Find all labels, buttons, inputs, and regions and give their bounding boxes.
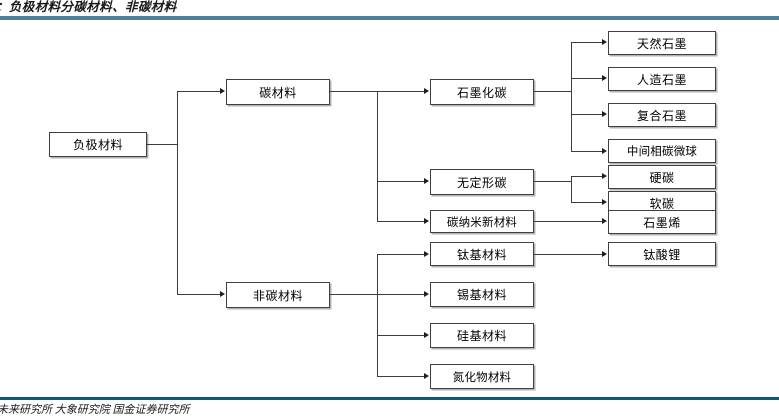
connector-root-stem [147, 144, 178, 146]
node-artificial-graphite[interactable]: 人造石墨 [608, 67, 716, 91]
node-root-anode-material[interactable]: 负极材料 [49, 132, 147, 157]
node-lithium-titanate[interactable]: 钛酸锂 [608, 242, 716, 266]
node-natural-graphite[interactable]: 天然石墨 [608, 31, 716, 55]
node-label: 天然石墨 [636, 36, 687, 51]
node-carbon-nano-new-material[interactable]: 碳纳米新材料 [430, 210, 534, 233]
anode-material-tree-diagram: 负极材料 碳材料 非碳材料 石墨化碳 无定形碳 碳纳米新材料 天然石墨 人造石墨… [0, 20, 779, 397]
figure-source-note: 未来研究所 大象研究院 国金证券研究所 [0, 404, 190, 416]
connector-trunk-graphite-children [571, 42, 573, 152]
connector-to-titanium-based [377, 254, 424, 256]
arrow-icon-soft-carbon [602, 199, 607, 205]
connector-to-soft-carbon [571, 202, 602, 204]
connector-amorphous-stem [534, 181, 572, 183]
arrow-icon-amorphous-carbon [424, 178, 429, 184]
node-titanium-based-material[interactable]: 钛基材料 [430, 242, 534, 266]
arrow-icon-non-carbon-material [220, 291, 225, 297]
node-non-carbon-material[interactable]: 非碳材料 [226, 282, 330, 308]
arrow-icon-carbon-material [220, 88, 225, 94]
connector-trunk-carbon-children [377, 91, 379, 222]
node-label: 负极材料 [72, 138, 123, 152]
connector-to-carbon-material [177, 91, 220, 93]
node-label: 碳材料 [259, 85, 297, 100]
node-label: 硅基材料 [456, 329, 507, 343]
node-label: 碳纳米新材料 [446, 214, 518, 229]
connector-to-graphene [534, 221, 602, 223]
arrow-icon-composite-graphite [602, 111, 607, 117]
node-label: 氮化物材料 [452, 369, 512, 384]
arrow-icon-artificial-graphite [602, 75, 607, 81]
connector-to-graphitized-carbon [377, 91, 424, 93]
connector-to-lithium-titanate [534, 254, 602, 256]
header-divider [0, 16, 779, 20]
node-graphitized-carbon[interactable]: 石墨化碳 [430, 79, 534, 105]
node-mesocarbon-microbeads[interactable]: 中间相碳微球 [608, 139, 716, 163]
node-label: 石墨化碳 [456, 85, 507, 100]
connector-to-tin-based [377, 294, 424, 296]
node-label: 钛基材料 [456, 247, 507, 262]
node-label: 中间相碳微球 [626, 144, 698, 158]
node-composite-graphite[interactable]: 复合石墨 [608, 103, 716, 127]
node-label: 石墨烯 [643, 215, 681, 230]
arrow-icon-graphitized-carbon [424, 88, 429, 94]
figure-title: ：负极材料分碳材料、非碳材料 [0, 0, 177, 14]
connector-to-mesocarbon-microbeads [571, 151, 602, 153]
connector-to-natural-graphite [571, 42, 602, 44]
connector-to-carbon-nano [377, 221, 424, 223]
node-label: 钛酸锂 [643, 247, 681, 262]
node-label: 无定形碳 [456, 175, 507, 190]
connector-to-hard-carbon [571, 176, 602, 178]
node-label: 锡基材料 [456, 288, 507, 302]
connector-trunk-level2 [177, 91, 179, 295]
node-amorphous-carbon[interactable]: 无定形碳 [430, 169, 534, 195]
connector-to-nitride [377, 376, 424, 378]
arrow-icon-lithium-titanate [602, 251, 607, 257]
footer-divider [0, 397, 779, 400]
node-hard-carbon[interactable]: 硬碳 [608, 165, 716, 189]
arrow-icon-hard-carbon [602, 173, 607, 179]
node-nitride-material[interactable]: 氮化物材料 [430, 364, 534, 389]
connector-carbon-stem [330, 91, 378, 93]
connector-to-silicon-based [377, 335, 424, 337]
node-graphene[interactable]: 石墨烯 [608, 210, 716, 234]
arrow-icon-mesocarbon-microbeads [602, 148, 607, 154]
connector-graphitized-stem [534, 91, 572, 93]
node-silicon-based-material[interactable]: 硅基材料 [430, 323, 534, 348]
node-label: 非碳材料 [252, 288, 303, 303]
connector-to-composite-graphite [571, 114, 602, 116]
node-label: 软碳 [649, 196, 675, 211]
node-label: 人造石墨 [636, 72, 687, 87]
node-label: 复合石墨 [636, 108, 687, 123]
arrow-icon-graphene [602, 218, 607, 224]
node-tin-based-material[interactable]: 锡基材料 [430, 282, 534, 307]
connector-trunk-amorphous-children [571, 176, 573, 203]
node-label: 硬碳 [649, 170, 675, 185]
arrow-icon-nitride [424, 373, 429, 379]
arrow-icon-tin-based [424, 291, 429, 297]
arrow-icon-silicon-based [424, 332, 429, 338]
connector-to-amorphous-carbon [377, 181, 424, 183]
connector-to-non-carbon-material [177, 294, 220, 296]
connector-to-artificial-graphite [571, 78, 602, 80]
arrow-icon-titanium-based [424, 251, 429, 257]
connector-non-carbon-stem [330, 294, 378, 296]
arrow-icon-natural-graphite [602, 39, 607, 45]
arrow-icon-carbon-nano [424, 218, 429, 224]
node-carbon-material[interactable]: 碳材料 [226, 79, 330, 105]
connector-trunk-non-carbon-children [377, 254, 379, 377]
